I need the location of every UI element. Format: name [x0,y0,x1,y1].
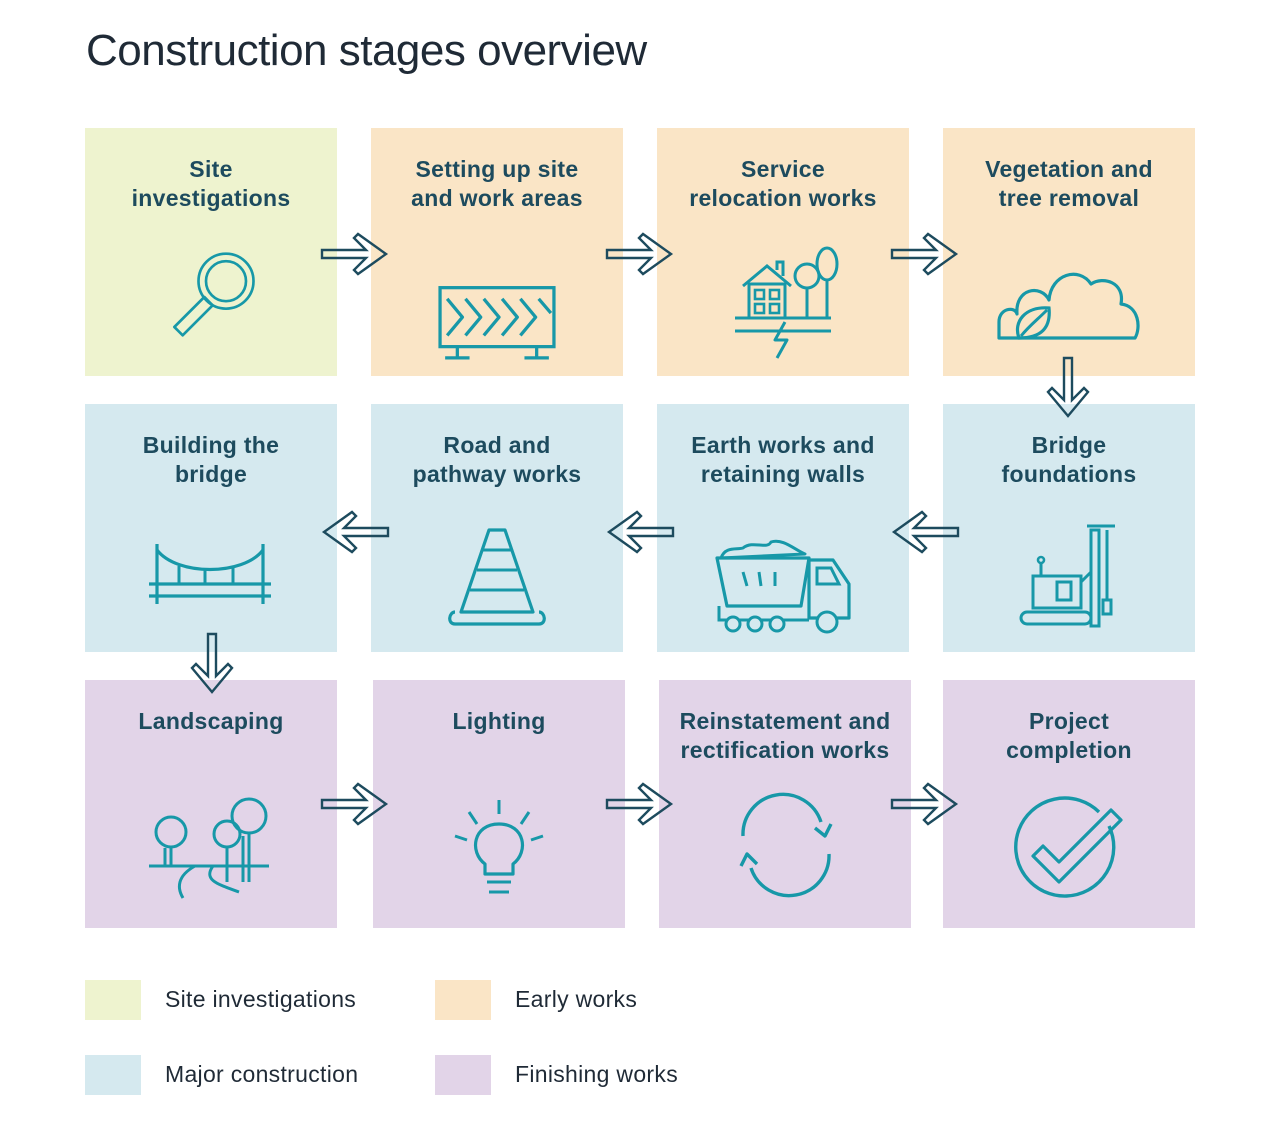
legend-label: Site investigations [165,986,357,1012]
legend-item: Major construction [85,1055,405,1095]
stage-label-line: Lighting [452,708,546,734]
stage-label-line: retaining walls [700,461,866,487]
house-utilities-icon [735,246,839,359]
stage-label-line: completion [1006,737,1132,763]
legend-swatch [435,1055,491,1095]
arrow-right-icon [320,782,389,826]
stage-tile: Road and pathway works [371,404,623,652]
legend-item: Early works [435,980,755,1020]
traffic-cone-icon [448,528,546,626]
arrow-right-icon [890,232,959,276]
shrub-leaf-icon [997,272,1140,340]
stage-label: Bridge foundations [943,431,1195,489]
stage-tile: Setting up site and work areas [371,128,623,376]
stage-tile: Lighting [373,680,625,928]
stage-label-line: Building the [142,432,280,458]
legend-label: Finishing works [515,1061,678,1087]
stage-tile: Earth works and retaining walls [657,404,909,652]
stage-label-line: rectification works [680,737,890,763]
stage-label: Service relocation works [657,155,909,213]
check-circle-icon [1014,796,1123,898]
bridge-icon [149,544,271,604]
legend-item: Site investigations [85,980,405,1020]
stage-label-line: Bridge [1031,432,1107,458]
legend-item: Finishing works [435,1055,755,1095]
stage-label: Vegetation and tree removal [943,155,1195,213]
legend-swatch [85,1055,141,1095]
piling-rig-icon [1019,524,1115,628]
legend-label: Early works [515,986,638,1012]
arrow-left-icon [891,510,960,554]
stage-label-line: Project [1028,708,1110,734]
stage-label: Earth works and retaining walls [657,431,909,489]
stage-label-line: Setting up site [415,156,579,182]
arrow-right-icon [605,232,674,276]
arrow-down-icon [1046,356,1090,418]
stage-tile: Site investigations [85,128,337,376]
stage-label-line: relocation works [689,185,877,211]
stage-tile: Project completion [943,680,1195,928]
stage-label-line: Service [741,156,825,182]
dump-truck-icon [715,539,851,634]
stage-label: Reinstatement and rectification works [659,707,911,765]
stage-label: Lighting [373,707,625,736]
stage-label-line: and work areas [411,185,583,211]
arrow-right-icon [605,782,674,826]
magnifier-icon [173,252,255,337]
stage-label-line: bridge [174,461,248,487]
legend-label: Major construction [165,1061,359,1087]
stage-label-line: Reinstatement and [679,708,891,734]
stage-label: Building the bridge [85,431,337,489]
lightbulb-icon [454,800,544,894]
barrier-icon [438,286,556,360]
stage-label: Project completion [943,707,1195,765]
stage-tile: Vegetation and tree removal [943,128,1195,376]
stage-label-line: Site [189,156,233,182]
stage-tile: Reinstatement and rectification works [659,680,911,928]
stage-tile: Building the bridge [85,404,337,652]
legend-swatch [435,980,491,1020]
stage-tile: Service relocation works [657,128,909,376]
page-title: Construction stages overview [86,26,647,75]
stage-label-line: Road and [443,432,551,458]
stage-label-line: foundations [1001,461,1137,487]
arrow-left-icon [606,510,675,554]
arrow-down-icon [190,632,234,694]
stage-label: Landscaping [85,707,337,736]
cycle-arrows-icon [739,792,833,898]
legend-swatch [85,980,141,1020]
arrow-left-icon [321,510,390,554]
stage-label-line: Vegetation and [985,156,1153,182]
stage-tile: Landscaping [85,680,337,928]
stage-tile: Bridge foundations [943,404,1195,652]
arrow-right-icon [890,782,959,826]
stage-label-line: Earth works and [691,432,875,458]
stage-label-line: investigations [131,185,291,211]
stage-label-line: pathway works [412,461,582,487]
trees-icon [149,797,269,899]
stage-label: Road and pathway works [371,431,623,489]
stage-label: Setting up site and work areas [371,155,623,213]
stage-label: Site investigations [85,155,337,213]
arrow-right-icon [320,232,389,276]
stage-label-line: tree removal [998,185,1140,211]
stage-label-line: Landscaping [138,708,284,734]
